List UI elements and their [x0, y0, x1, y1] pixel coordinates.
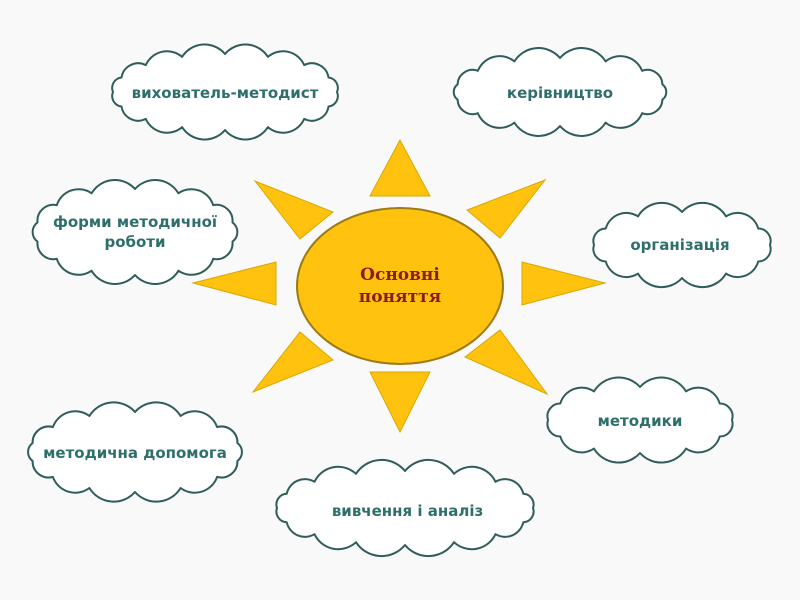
center-label: Основні поняття	[358, 265, 442, 307]
sun-rays	[191, 138, 607, 434]
concept-label-metodyky: методики	[597, 412, 683, 430]
concept-label-formy-metodychnoi-roboty: форми методичної роботи	[52, 213, 218, 251]
ray-south-west	[251, 331, 334, 394]
concept-clouds	[27, 43, 772, 558]
concept-label-orhanizatsiia: організація	[630, 236, 730, 254]
cloud-kerivnytstvo	[452, 47, 668, 137]
cloud-orhanizatsiia	[592, 201, 772, 289]
cloud-formy-metodychnoi-roboty	[31, 179, 239, 285]
ray-south	[369, 371, 431, 434]
concept-label-vykhovatel-metodyst: вихователь-методист	[131, 84, 319, 102]
cloud-metodychna-dopomoha	[27, 401, 243, 503]
ray-west	[191, 261, 277, 306]
cloud-vykhovatel-metodyst	[111, 43, 339, 141]
ray-north-west	[253, 179, 334, 240]
ray-south-east	[464, 329, 549, 396]
cloud-metodyky	[546, 376, 734, 464]
concept-label-kerivnytstvo: керівництво	[506, 84, 614, 102]
ray-east	[521, 261, 607, 306]
concept-label-metodychna-dopomoha: методична допомога	[43, 444, 227, 462]
ray-north	[369, 138, 431, 197]
cloud-vyvchennia-i-analiz	[275, 458, 535, 558]
ray-north-east	[466, 178, 547, 239]
sun-core	[296, 207, 504, 365]
concept-label-vyvchennia-i-analiz: вивчення і аналіз	[331, 502, 484, 520]
